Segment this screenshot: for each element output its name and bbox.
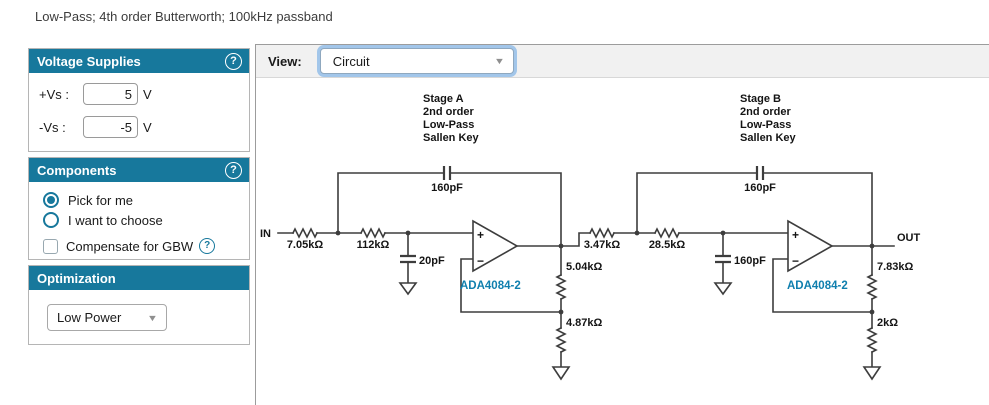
stage-a-topology: Sallen Key: [423, 132, 480, 144]
circuit-out-label: OUT: [897, 232, 921, 244]
stage-a-r2-label: 112kΩ: [357, 239, 390, 251]
voltage-supplies-title: Voltage Supplies: [37, 53, 141, 69]
help-icon[interactable]: ?: [225, 52, 242, 70]
radio-button-icon[interactable]: [43, 192, 59, 208]
stage-a-order: 2nd order: [423, 106, 474, 118]
page-title: Low-Pass; 4th order Butterworth; 100kHz …: [35, 9, 333, 24]
stage-a-opamp-label: ADA4084-2: [460, 280, 521, 292]
stage-a-feedback-cap-label: 160pF: [431, 182, 463, 194]
stage-a-opamp: + − ADA4084-2: [460, 219, 521, 292]
stage-b-r1-label: 3.47kΩ: [584, 239, 621, 251]
negative-supply-label: -Vs :: [39, 119, 66, 135]
components-title: Components: [37, 162, 117, 178]
opamp-minus-input: −: [792, 254, 799, 268]
stage-a-gain-resistor-bottom: 4.87kΩ: [555, 317, 603, 354]
stage-a-title: Stage A: [423, 93, 464, 105]
opamp-plus-input: +: [792, 228, 799, 242]
checkbox-icon[interactable]: [43, 238, 58, 254]
voltage-supplies-panel: Voltage Supplies ? +Vs : V -Vs : V: [28, 48, 250, 152]
stage-b-input-resistor-1: 3.47kΩ: [584, 227, 621, 251]
voltage-supplies-header: Voltage Supplies ?: [29, 49, 249, 73]
view-bar: View: Circuit ▼: [256, 44, 989, 78]
ground-icon: [713, 282, 733, 296]
optimization-panel: Optimization Low Power ▼: [28, 265, 250, 345]
components-panel: Components ? Pick for me I want to choos…: [28, 157, 250, 260]
optimization-header: Optimization: [29, 266, 249, 290]
ground-icon: [862, 366, 882, 381]
ground-icon: [398, 282, 418, 296]
negative-supply-row: -Vs : V: [39, 115, 249, 139]
chevron-down-icon: ▼: [493, 56, 505, 66]
components-header: Components ?: [29, 158, 249, 182]
stage-a-shunt-capacitor: 20pF: [400, 254, 445, 267]
chevron-down-icon: ▼: [146, 312, 159, 323]
stage-a-shunt-cap-label: 20pF: [419, 255, 445, 267]
circuit-schematic: Stage A 2nd order Low-Pass Sallen Key 7.…: [256, 78, 989, 405]
stage-b-header: Stage B 2nd order Low-Pass Sallen Key: [740, 93, 797, 144]
radio-button-icon[interactable]: [43, 212, 59, 228]
stage-b-rtop-label: 7.83kΩ: [877, 261, 914, 273]
stage-b-r2-label: 28.5kΩ: [649, 239, 686, 251]
stage-b-type: Low-Pass: [740, 119, 791, 131]
stage-a-input-resistor-1: 7.05kΩ: [287, 227, 324, 251]
positive-supply-input[interactable]: [83, 83, 138, 105]
stage-b-input-resistor-2: 28.5kΩ: [649, 227, 686, 251]
circuit-in-label: IN: [260, 228, 271, 240]
compensate-gbw-label: Compensate for GBW: [66, 238, 194, 254]
stage-b-opamp-label: ADA4084-2: [787, 280, 848, 292]
optimization-dropdown[interactable]: Low Power ▼: [47, 304, 167, 331]
view-label: View:: [268, 53, 302, 69]
stage-a-rtop-label: 5.04kΩ: [566, 261, 603, 273]
stage-a-r1-label: 7.05kΩ: [287, 239, 324, 251]
stage-a-gain-resistor-top: 5.04kΩ: [555, 261, 603, 301]
radio-i-want-to-choose-label: I want to choose: [68, 212, 163, 228]
stage-a-type: Low-Pass: [423, 119, 474, 131]
stage-b-feedback-capacitor: 160pF: [744, 166, 776, 194]
stage-b-wires: [613, 172, 895, 368]
stage-a-wires: [277, 172, 591, 368]
stage-a-rbottom-label: 4.87kΩ: [566, 317, 603, 329]
optimization-dropdown-value: Low Power: [57, 310, 122, 325]
stage-b-feedback-cap-label: 160pF: [744, 182, 776, 194]
opamp-plus-input: +: [477, 228, 484, 242]
stage-b-shunt-cap-label: 160pF: [734, 255, 766, 267]
stage-b-title: Stage B: [740, 93, 781, 105]
stage-a-input-resistor-2: 112kΩ: [357, 227, 390, 251]
stage-b-order: 2nd order: [740, 106, 791, 118]
optimization-title: Optimization: [37, 270, 116, 286]
view-dropdown-value: Circuit: [332, 53, 370, 69]
positive-supply-unit: V: [143, 86, 152, 102]
help-icon[interactable]: ?: [199, 238, 216, 254]
help-icon[interactable]: ?: [225, 161, 242, 179]
radio-pick-for-me[interactable]: Pick for me: [43, 190, 249, 210]
view-dropdown[interactable]: Circuit ▼: [319, 48, 514, 74]
opamp-minus-input: −: [477, 254, 484, 268]
stage-b-shunt-capacitor: 160pF: [715, 254, 766, 267]
junction-nodes: [335, 230, 875, 315]
stage-a-header: Stage A 2nd order Low-Pass Sallen Key: [423, 93, 480, 144]
radio-i-want-to-choose[interactable]: I want to choose: [43, 210, 249, 230]
stage-b-gain-resistor-top: 7.83kΩ: [866, 261, 914, 301]
positive-supply-label: +Vs :: [39, 86, 69, 102]
stage-b-gain-resistor-bottom: 2kΩ: [866, 317, 898, 354]
negative-supply-unit: V: [143, 119, 152, 135]
stage-b-opamp: + − ADA4084-2: [787, 219, 848, 292]
negative-supply-input[interactable]: [83, 116, 138, 138]
circuit-canvas: Stage A 2nd order Low-Pass Sallen Key 7.…: [260, 93, 921, 381]
radio-pick-for-me-label: Pick for me: [68, 192, 134, 208]
positive-supply-row: +Vs : V: [39, 82, 249, 106]
stage-a-feedback-capacitor: 160pF: [431, 166, 463, 194]
compensate-gbw-row[interactable]: Compensate for GBW ?: [43, 237, 249, 255]
stage-b-rbottom-label: 2kΩ: [877, 317, 898, 329]
stage-b-topology: Sallen Key: [740, 132, 797, 144]
ground-icon: [551, 366, 571, 381]
circuit-view-panel: View: Circuit ▼ Stage A 2nd order Low-Pa…: [255, 44, 989, 405]
